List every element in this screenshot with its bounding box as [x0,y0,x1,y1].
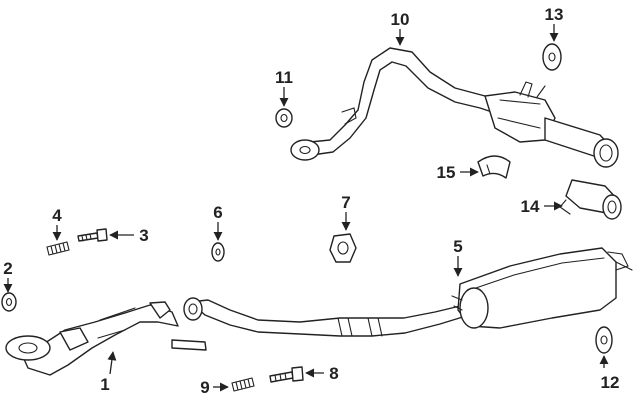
callout-1: 1 [100,375,109,394]
callout-15: 15 [437,163,456,182]
callout-12: 12 [601,373,620,392]
part-2-gasket [1,292,17,312]
part-12-hanger [595,326,613,354]
part-5-muffler [451,247,633,329]
callout-6: 6 [213,203,222,222]
leader-1 [107,351,117,375]
part-6-hanger [211,242,225,262]
part-9-spring [231,377,255,392]
callout-11: 11 [275,68,293,87]
part-4-spring [46,241,70,256]
callout-13: 13 [545,5,564,24]
callout-4: 4 [52,206,62,225]
callout-10: 10 [391,10,410,29]
callout-5: 5 [453,237,462,256]
part-14-tail-pipe [559,179,622,220]
leader-lines [3,24,609,392]
part-15-heat-shield [477,155,511,179]
callout-3: 3 [139,226,148,245]
callout-9: 9 [200,378,209,397]
part-1-front-pipe [5,301,207,376]
intermediate-pipe [183,297,467,337]
part-10-rear-pipe-catalytic [290,47,619,168]
callout-8: 8 [329,364,338,383]
callout-labels: 1 2 3 4 5 6 7 8 9 10 11 12 13 14 15 [3,5,619,397]
callout-7: 7 [341,193,350,212]
callout-14: 14 [521,197,540,216]
part-3-bolt [77,228,108,242]
part-7-hanger [329,233,357,263]
callout-2: 2 [3,259,12,278]
part-11-hanger [275,108,293,128]
part-13-hanger [542,43,562,71]
part-8-bolt [269,366,304,383]
